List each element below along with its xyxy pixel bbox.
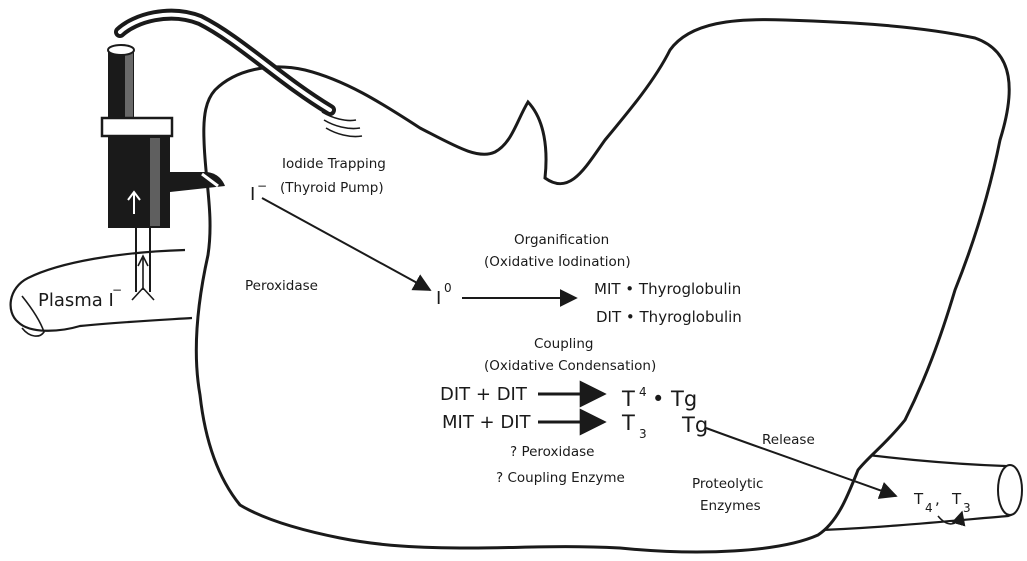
label-organification: Organification bbox=[514, 232, 609, 248]
label-oxidative-condensation: (Oxidative Condensation) bbox=[484, 358, 656, 374]
label-iodide-trapping: Iodide Trapping bbox=[282, 156, 386, 172]
label-iodide-charge: − bbox=[257, 179, 267, 193]
label-peroxidase: Peroxidase bbox=[245, 278, 318, 294]
label-question-peroxidase: ? Peroxidase bbox=[510, 444, 594, 460]
label-t4-letter: T bbox=[621, 387, 635, 411]
label-out-t4-subscript: 4 bbox=[925, 501, 933, 515]
label-iodine-zero: I bbox=[436, 288, 441, 309]
label-dit-thyroglobulin: DIT • Thyroglobulin bbox=[596, 308, 742, 326]
label-iodine-zero-sup: 0 bbox=[444, 281, 452, 295]
label-t4-subscript: 4 bbox=[639, 385, 647, 399]
label-out-t4-letter: T bbox=[913, 490, 924, 508]
label-release: Release bbox=[762, 432, 815, 448]
label-thyroid-pump: (Thyroid Pump) bbox=[280, 180, 384, 196]
label-mit-plus-dit: MIT + DIT bbox=[442, 412, 532, 433]
label-plasma-iodide: Plasma I bbox=[38, 290, 114, 311]
label-plasma-iodide-charge: − bbox=[112, 283, 122, 297]
label-question-coupling-enzyme: ? Coupling Enzyme bbox=[496, 470, 625, 486]
label-enzymes: Enzymes bbox=[700, 498, 761, 514]
label-oxidative-iodination: (Oxidative Iodination) bbox=[484, 254, 631, 270]
label-proteolytic: Proteolytic bbox=[692, 476, 763, 492]
label-out-t3-letter: T bbox=[951, 490, 962, 508]
label-coupling: Coupling bbox=[534, 336, 593, 352]
label-out-comma: , bbox=[935, 490, 940, 508]
label-out-t3-subscript: 3 bbox=[963, 501, 971, 515]
label-t4-tg: • Tg bbox=[652, 387, 697, 411]
label-dit-plus-dit: DIT + DIT bbox=[440, 384, 528, 405]
label-iodide: I bbox=[250, 184, 255, 205]
label-t3-subscript: 3 bbox=[639, 427, 647, 441]
label-t3-letter: T bbox=[621, 411, 635, 435]
label-t3-tg: Tg bbox=[681, 413, 708, 437]
label-mit-thyroglobulin: MIT • Thyroglobulin bbox=[594, 280, 741, 298]
